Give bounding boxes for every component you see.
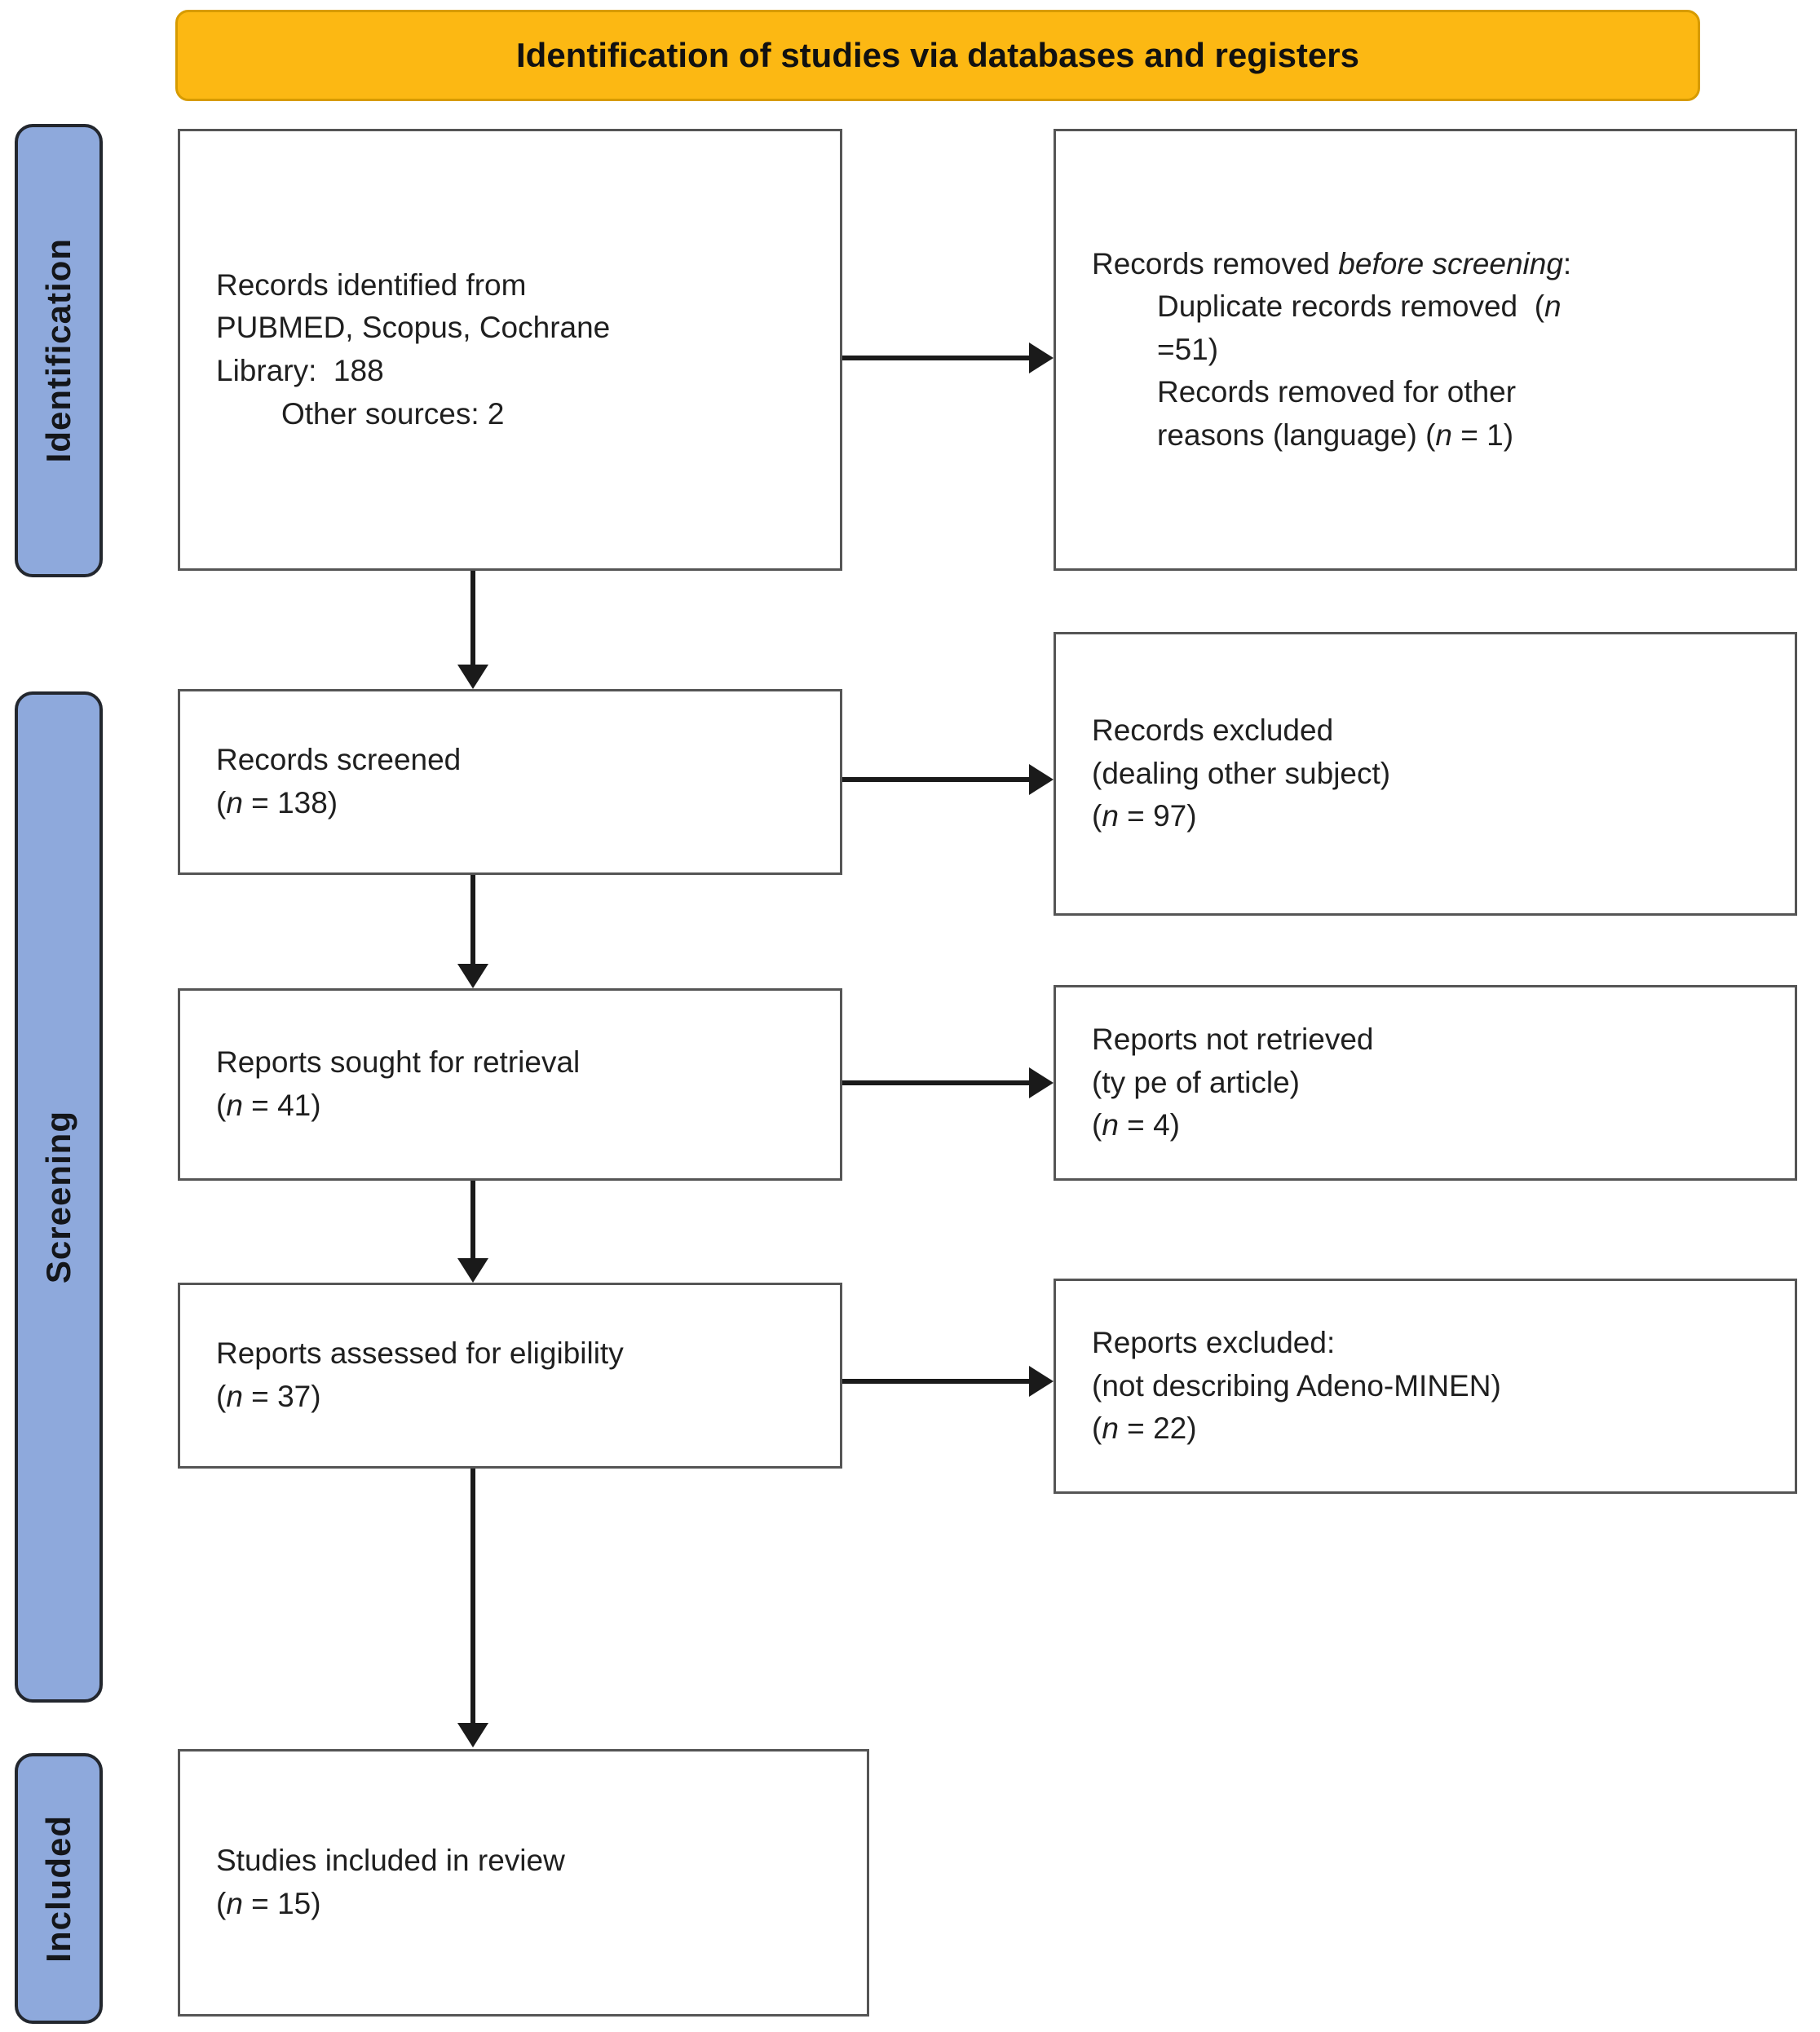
box-text-line: Records identified from xyxy=(216,267,527,302)
stage-label-text: Identification xyxy=(39,238,77,463)
box-text-line: reasons (language) (n = 1) xyxy=(1157,417,1514,452)
box-text-line: Reports excluded: xyxy=(1092,1326,1336,1360)
arrow-head-down-icon xyxy=(457,1723,488,1747)
box-text: Records excluded (dealing other subject) (… xyxy=(1056,709,1410,838)
box-text-line: (ty pe of article) xyxy=(1092,1065,1300,1099)
box-text-line: Records removed before screening: xyxy=(1092,246,1572,281)
box-text-line: (not describing Adeno-MINEN) xyxy=(1092,1368,1501,1403)
box-text: Records screened (n = 138) xyxy=(180,739,480,824)
box-text-line: Library: 188 xyxy=(216,354,384,387)
arrow-head-right-icon xyxy=(1029,1067,1054,1098)
stage-label-identification: Identification xyxy=(15,124,103,577)
arrow-head-down-icon xyxy=(457,1258,488,1283)
box-text-line: (n = 22) xyxy=(1092,1411,1197,1446)
box-studies-included: Studies included in review (n = 15) xyxy=(178,1749,869,2017)
stage-label-included: Included xyxy=(15,1753,103,2024)
arrow-head-down-icon xyxy=(457,665,488,689)
arrow-head-right-icon xyxy=(1029,764,1054,795)
arrow-shaft xyxy=(470,1469,475,1726)
box-text-line: Records screened xyxy=(216,743,462,777)
box-text-line: Reports sought for retrieval xyxy=(216,1045,581,1080)
banner: Identification of studies via databases … xyxy=(175,10,1700,101)
arrow-shaft xyxy=(470,875,475,967)
arrow-assessed-to-excluded xyxy=(842,1366,1054,1397)
box-text-line: Reports assessed for eligibility xyxy=(216,1336,624,1371)
banner-title: Identification of studies via databases … xyxy=(516,36,1359,74)
box-records-screened: Records screened (n = 138) xyxy=(178,689,842,875)
box-text-line: Reports not retrieved xyxy=(1092,1023,1374,1057)
box-text: Reports not retrieved (ty pe of article) (… xyxy=(1056,1018,1394,1147)
box-reports-not-retrieved: Reports not retrieved (ty pe of article) (… xyxy=(1054,985,1797,1181)
box-text: Records removed before screening: Duplica… xyxy=(1056,243,1591,457)
arrow-shaft xyxy=(842,1379,1032,1384)
arrow-sought-to-not-retrieved xyxy=(842,1067,1054,1098)
stage-label-text: Included xyxy=(39,1814,77,1963)
box-text-line: (dealing other subject) xyxy=(1092,756,1391,790)
box-text-line: Records excluded xyxy=(1092,713,1334,748)
box-reports-sought: Reports sought for retrieval (n = 41) xyxy=(178,988,842,1181)
box-text-line: Other sources: 2 xyxy=(281,396,505,431)
box-text-line: Duplicate records removed (n xyxy=(1157,289,1562,324)
box-text-line: Records removed for other xyxy=(1157,375,1517,409)
box-text-line: (n = 4) xyxy=(1092,1108,1180,1142)
box-text-line: =51) xyxy=(1157,332,1219,366)
box-text: Reports sought for retrieval (n = 41) xyxy=(180,1041,599,1127)
box-text-line: Studies included in review xyxy=(216,1844,565,1878)
arrow-identified-to-removed xyxy=(842,342,1054,373)
arrow-shaft xyxy=(842,1080,1032,1085)
arrow-sought-to-assessed xyxy=(457,1181,488,1283)
box-text-line: (n = 37) xyxy=(216,1380,321,1413)
stage-label-screening: Screening xyxy=(15,691,103,1703)
box-reports-excluded: Reports excluded: (not describing Adeno-M… xyxy=(1054,1279,1797,1494)
arrow-shaft xyxy=(470,1181,475,1261)
arrow-shaft xyxy=(470,571,475,668)
box-records-removed-before-screening: Records removed before screening: Duplica… xyxy=(1054,129,1797,571)
box-text-line: (n = 41) xyxy=(216,1089,321,1122)
stage-label-text: Screening xyxy=(39,1110,77,1284)
box-text: Reports excluded: (not describing Adeno-M… xyxy=(1056,1322,1521,1451)
arrow-screened-to-sought xyxy=(457,875,488,988)
arrow-shaft xyxy=(842,356,1032,360)
box-records-excluded: Records excluded (dealing other subject) (… xyxy=(1054,632,1797,916)
box-text-line: (n = 138) xyxy=(216,786,338,819)
arrow-assessed-to-included xyxy=(457,1469,488,1747)
arrow-head-down-icon xyxy=(457,964,488,988)
arrow-shaft xyxy=(842,777,1032,782)
box-text: Reports assessed for eligibility (n = 37) xyxy=(180,1332,643,1418)
box-text: Studies included in review (n = 15) xyxy=(180,1840,585,1925)
box-text-line: (n = 15) xyxy=(216,1887,321,1920)
arrow-head-right-icon xyxy=(1029,1366,1054,1397)
box-reports-assessed: Reports assessed for eligibility (n = 37) xyxy=(178,1283,842,1469)
arrow-screened-to-excluded xyxy=(842,764,1054,795)
arrow-identified-to-screened xyxy=(457,571,488,689)
box-text-line: (n = 97) xyxy=(1092,799,1197,833)
arrow-head-right-icon xyxy=(1029,342,1054,373)
box-text-line: PUBMED, Scopus, Cochrane xyxy=(216,311,611,345)
